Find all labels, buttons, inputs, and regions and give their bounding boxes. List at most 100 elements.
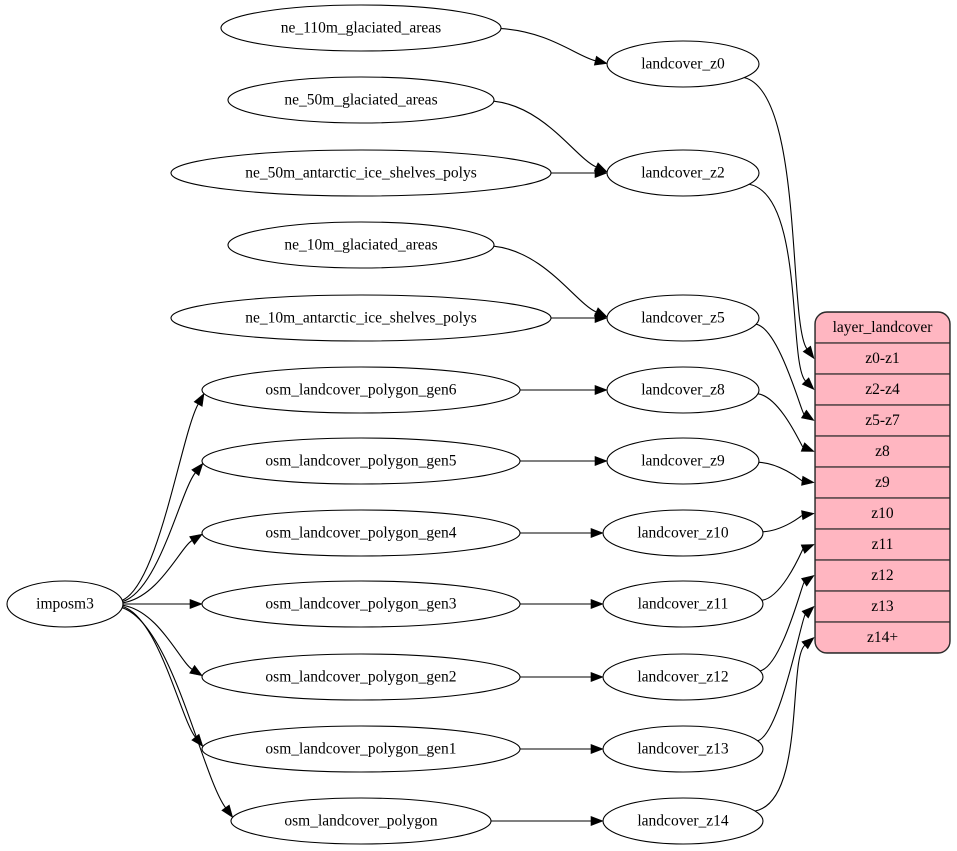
node-label: landcover_z8 (641, 382, 725, 399)
ne-ne_10m_glaciated_areas[interactable]: ne_10m_glaciated_areas (227, 221, 495, 269)
node-label: osm_landcover_polygon_gen6 (265, 382, 456, 399)
landcover-landcover_z9[interactable]: landcover_z9 (606, 437, 760, 485)
table-row-label: z12 (871, 567, 893, 584)
ne-ne_110m_glaciated_areas[interactable]: ne_110m_glaciated_areas (220, 4, 502, 52)
node-label: ne_10m_antarctic_ice_shelves_polys (245, 310, 477, 327)
edge-arrowhead (594, 167, 608, 179)
edge-arrowhead (189, 664, 203, 677)
node-shape (170, 149, 552, 197)
edge-arrowhead (221, 804, 234, 819)
table-layer_landcover[interactable]: layer_landcoverz0-z1z2-z4z5-z7z8z9z10z11… (814, 311, 951, 654)
landcover-landcover_z14[interactable]: landcover_z14 (602, 797, 764, 845)
node-shape (220, 4, 502, 52)
edge-arrowhead (801, 377, 815, 391)
table-row-label: z14+ (867, 629, 898, 646)
source-imposm3[interactable]: imposm3 (6, 580, 124, 628)
node-shape (201, 653, 521, 701)
osm-osm_landcover_polygon_gen2[interactable]: osm_landcover_polygon_gen2 (201, 653, 521, 701)
osm-osm_landcover_polygon_gen4[interactable]: osm_landcover_polygon_gen4 (201, 509, 521, 557)
table-row-z5-z7[interactable] (815, 404, 950, 437)
node-shape (6, 580, 124, 628)
edge-arrowhead (590, 527, 604, 539)
node-shape (201, 509, 521, 557)
node-label: osm_landcover_polygon_gen4 (265, 525, 456, 542)
node-label: osm_landcover_polygon_gen2 (265, 669, 456, 686)
osm-osm_landcover_polygon_gen1[interactable]: osm_landcover_polygon_gen1 (201, 725, 521, 773)
node-shape (606, 366, 760, 414)
edge-arrowhead (801, 475, 815, 486)
node-label: imposm3 (36, 596, 94, 613)
node-shape (227, 221, 495, 269)
node-label: ne_10m_glaciated_areas (284, 237, 437, 254)
edge-arrowhead (801, 605, 815, 619)
node-shape (606, 40, 760, 88)
osm-osm_landcover_polygon[interactable]: osm_landcover_polygon (230, 797, 492, 845)
landcover-landcover_z2[interactable]: landcover_z2 (606, 149, 760, 197)
edge-line (759, 581, 805, 672)
landcover-landcover_z0[interactable]: landcover_z0 (606, 40, 760, 88)
edge-arrowhead (800, 544, 815, 554)
osm-osm_landcover_polygon_gen6[interactable]: osm_landcover_polygon_gen6 (201, 366, 521, 414)
edge-arrowhead (191, 462, 204, 477)
table-row-label: z9 (875, 474, 890, 491)
osm-osm_landcover_polygon_gen3[interactable]: osm_landcover_polygon_gen3 (201, 580, 521, 628)
edge-arrowhead (800, 442, 815, 452)
node-label: landcover_z12 (637, 669, 728, 686)
node-shape (602, 509, 764, 557)
landcover-landcover_z5[interactable]: landcover_z5 (606, 294, 760, 342)
table-row-z13[interactable] (815, 590, 950, 623)
table-row-z8[interactable] (815, 435, 950, 468)
table-row-z2-z4[interactable] (815, 373, 950, 406)
edge-line (757, 393, 804, 448)
edge-arrowhead (590, 743, 604, 755)
edge-arrowhead (801, 575, 815, 587)
table-outline (814, 311, 951, 654)
node-shape (602, 580, 764, 628)
table-row-z14+[interactable] (815, 621, 950, 653)
landcover-landcover_z10[interactable]: landcover_z10 (602, 509, 764, 557)
table-row-label: z10 (871, 505, 894, 522)
node-label: osm_landcover_polygon_gen3 (265, 596, 456, 613)
edge-arrowhead (801, 636, 815, 650)
node-label: landcover_z0 (641, 56, 725, 73)
node-label: osm_landcover_polygon (284, 813, 438, 830)
node-shape (201, 366, 521, 414)
node-label: ne_50m_glaciated_areas (284, 92, 437, 109)
table-row-z10[interactable] (815, 497, 950, 530)
node-label: landcover_z10 (637, 525, 728, 542)
osm-osm_landcover_polygon_gen5[interactable]: osm_landcover_polygon_gen5 (201, 437, 521, 485)
edge-arrowhead (594, 384, 608, 396)
edge-layer (122, 28, 815, 827)
landcover-landcover_z12[interactable]: landcover_z12 (602, 653, 764, 701)
edge-line (756, 323, 805, 415)
landcover-landcover_z11[interactable]: landcover_z11 (602, 580, 764, 628)
node-label: landcover_z5 (641, 310, 725, 327)
edge-line (761, 548, 804, 601)
ne-ne_10m_antarctic_ice_shelves_polys[interactable]: ne_10m_antarctic_ice_shelves_polys (170, 294, 552, 342)
node-shape (170, 294, 552, 342)
edge-arrowhead (590, 598, 604, 610)
table-row-label: z11 (872, 536, 894, 553)
edge-arrowhead (590, 815, 604, 827)
table-row-label: z5-z7 (865, 412, 900, 429)
node-shape (201, 725, 521, 773)
landcover-landcover_z8[interactable]: landcover_z8 (606, 366, 760, 414)
table-row-label: z2-z4 (865, 381, 900, 398)
edge-arrowhead (594, 455, 608, 467)
node-shape (230, 797, 492, 845)
ne-ne_50m_antarctic_ice_shelves_polys[interactable]: ne_50m_antarctic_ice_shelves_polys (170, 149, 552, 197)
node-label: ne_50m_antarctic_ice_shelves_polys (245, 165, 477, 182)
landcover-landcover_z13[interactable]: landcover_z13 (602, 725, 764, 773)
edge-line (122, 607, 226, 809)
ne-ne_50m_glaciated_areas[interactable]: ne_50m_glaciated_areas (227, 76, 495, 124)
edge-arrowhead (590, 671, 604, 683)
table-row-label: z0-z1 (865, 350, 899, 367)
table-row-z12[interactable] (815, 559, 950, 592)
node-label: landcover_z11 (638, 596, 729, 613)
node-label: ne_110m_glaciated_areas (281, 20, 441, 37)
edge-line (122, 604, 193, 670)
node-label: landcover_z14 (637, 813, 728, 830)
edge-line (122, 472, 196, 603)
edge-line (757, 614, 806, 742)
table-row-label: z13 (871, 598, 894, 615)
